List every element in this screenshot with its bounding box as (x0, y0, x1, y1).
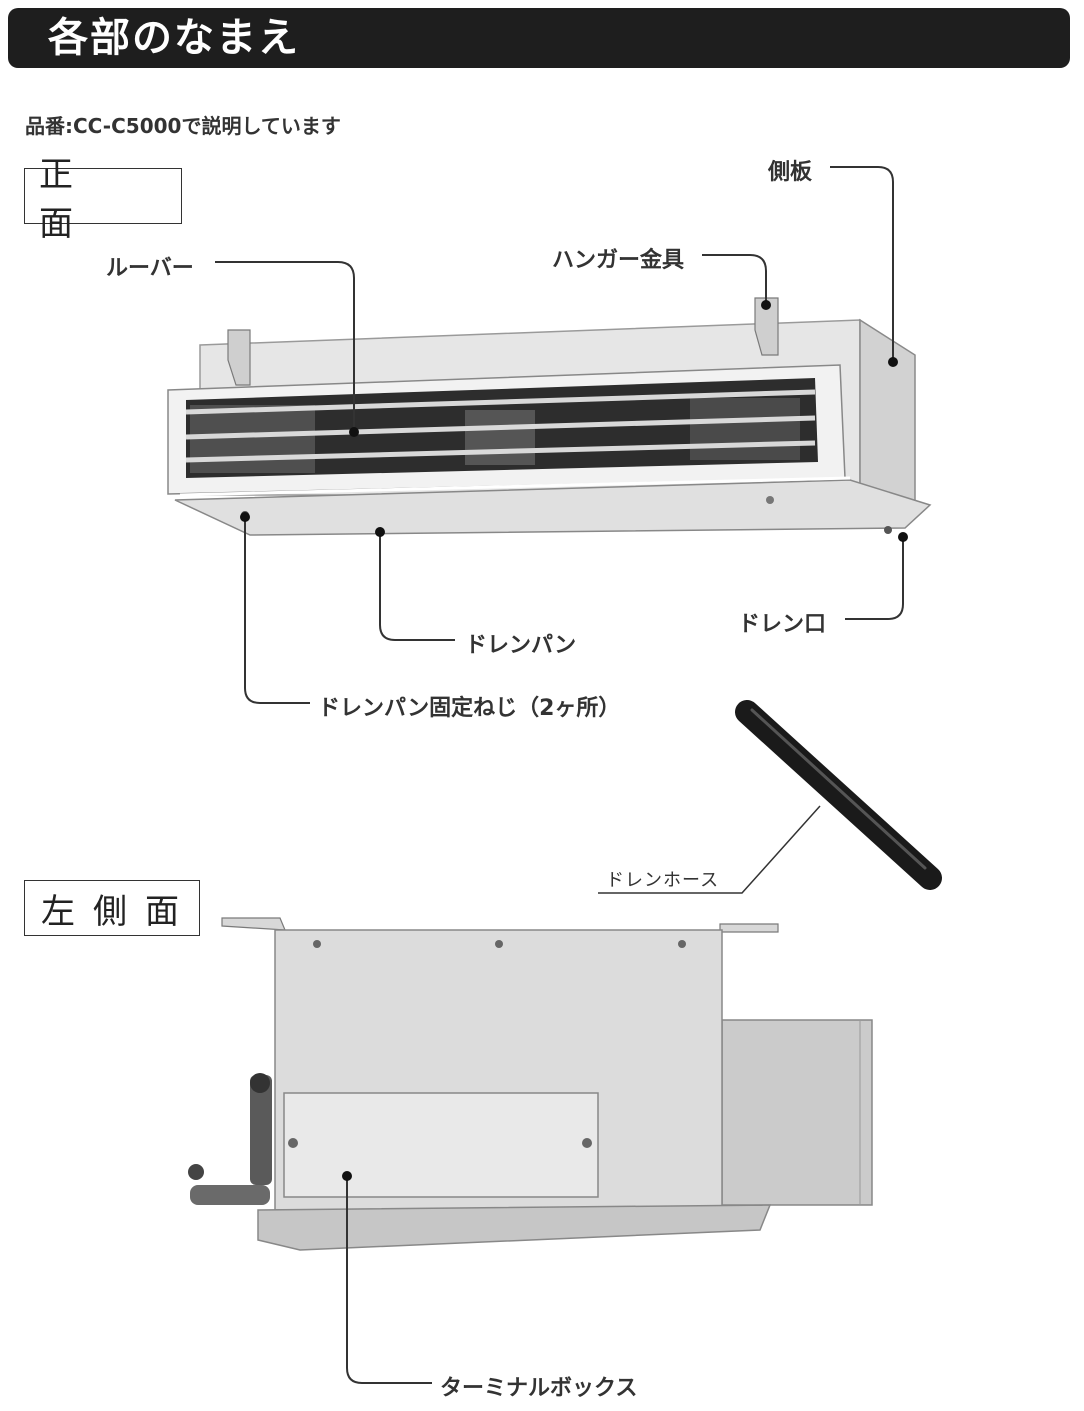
front-leader-lines (215, 166, 904, 704)
callout-drain-hose: ドレンホース (606, 870, 720, 891)
drain-hose-illustration (598, 700, 942, 894)
callout-drain-pan: ドレンパン (465, 633, 577, 658)
model-note: 品番:CC-C5000で説明しています (25, 114, 341, 138)
callout-drain-pan-screw: ドレンパン固定ねじ（2ヶ所） (318, 696, 621, 721)
terminal-box-leader-dot (342, 1171, 352, 1181)
callout-terminal-box: ターミナルボックス (440, 1376, 638, 1401)
front-unit-illustration (167, 297, 932, 536)
header-bar: 各部のなまえ (8, 8, 1070, 68)
callout-hanger: ハンガー金具 (552, 248, 685, 273)
section-label-left-side: 左側面 (24, 880, 200, 936)
terminal-box-leader-line (346, 1176, 432, 1384)
front-leader-dots (240, 300, 908, 542)
left-side-unit-illustration (188, 917, 873, 1251)
callout-drain-port: ドレン口 (738, 612, 827, 637)
callout-side-panel: 側板 (768, 160, 813, 185)
callout-louver: ルーバー (106, 256, 194, 281)
page-title: 各部のなまえ (48, 15, 300, 61)
